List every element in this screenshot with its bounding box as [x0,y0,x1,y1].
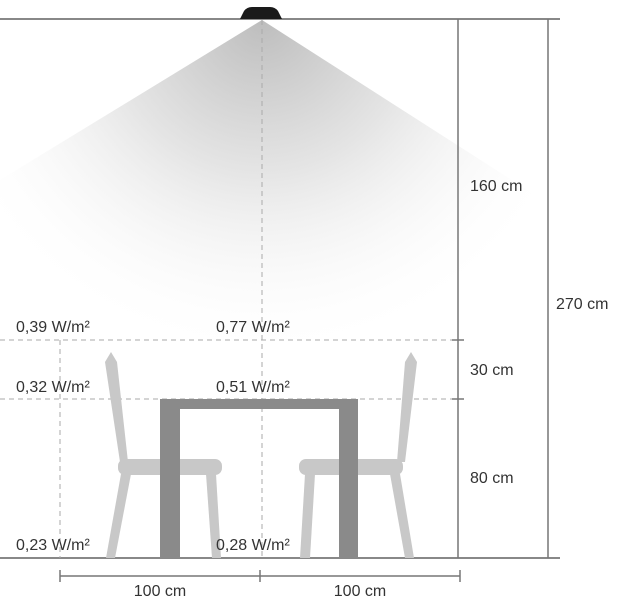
irradiance-left-upper: 0,39 W/m² [16,319,90,336]
height-upper-to-table: 30 cm [470,362,514,379]
irradiance-left-table: 0,32 W/m² [16,379,90,396]
table-leg-right [339,399,358,558]
irradiance-center-table: 0,51 W/m² [216,379,290,396]
width-right: 100 cm [334,583,386,598]
irradiance-center-floor: 0,28 W/m² [216,537,290,554]
dashed-guides [0,20,465,558]
chair-left-back-leg [206,474,221,558]
table-leg-left [160,399,180,558]
table-top [160,399,358,409]
height-dimensions [452,19,549,558]
height-table-to-floor: 80 cm [470,470,514,487]
width-left: 100 cm [134,583,186,598]
height-lamp-to-upper: 160 cm [470,178,522,195]
light-cone [0,20,621,340]
chair-right-front-leg [300,474,315,558]
ceiling-lamp-icon [240,7,282,19]
table-icon [160,399,358,558]
chair-right-back-leg [390,474,414,558]
chair-left-front-leg [106,474,131,558]
width-dimensions [59,570,461,582]
chair-icon [397,352,417,462]
irradiance-center-upper: 0,77 W/m² [216,319,290,336]
irradiance-left-floor: 0,23 W/m² [16,537,90,554]
chair-left [105,352,222,558]
chair-icon [105,352,128,462]
height-total: 270 cm [556,296,608,313]
